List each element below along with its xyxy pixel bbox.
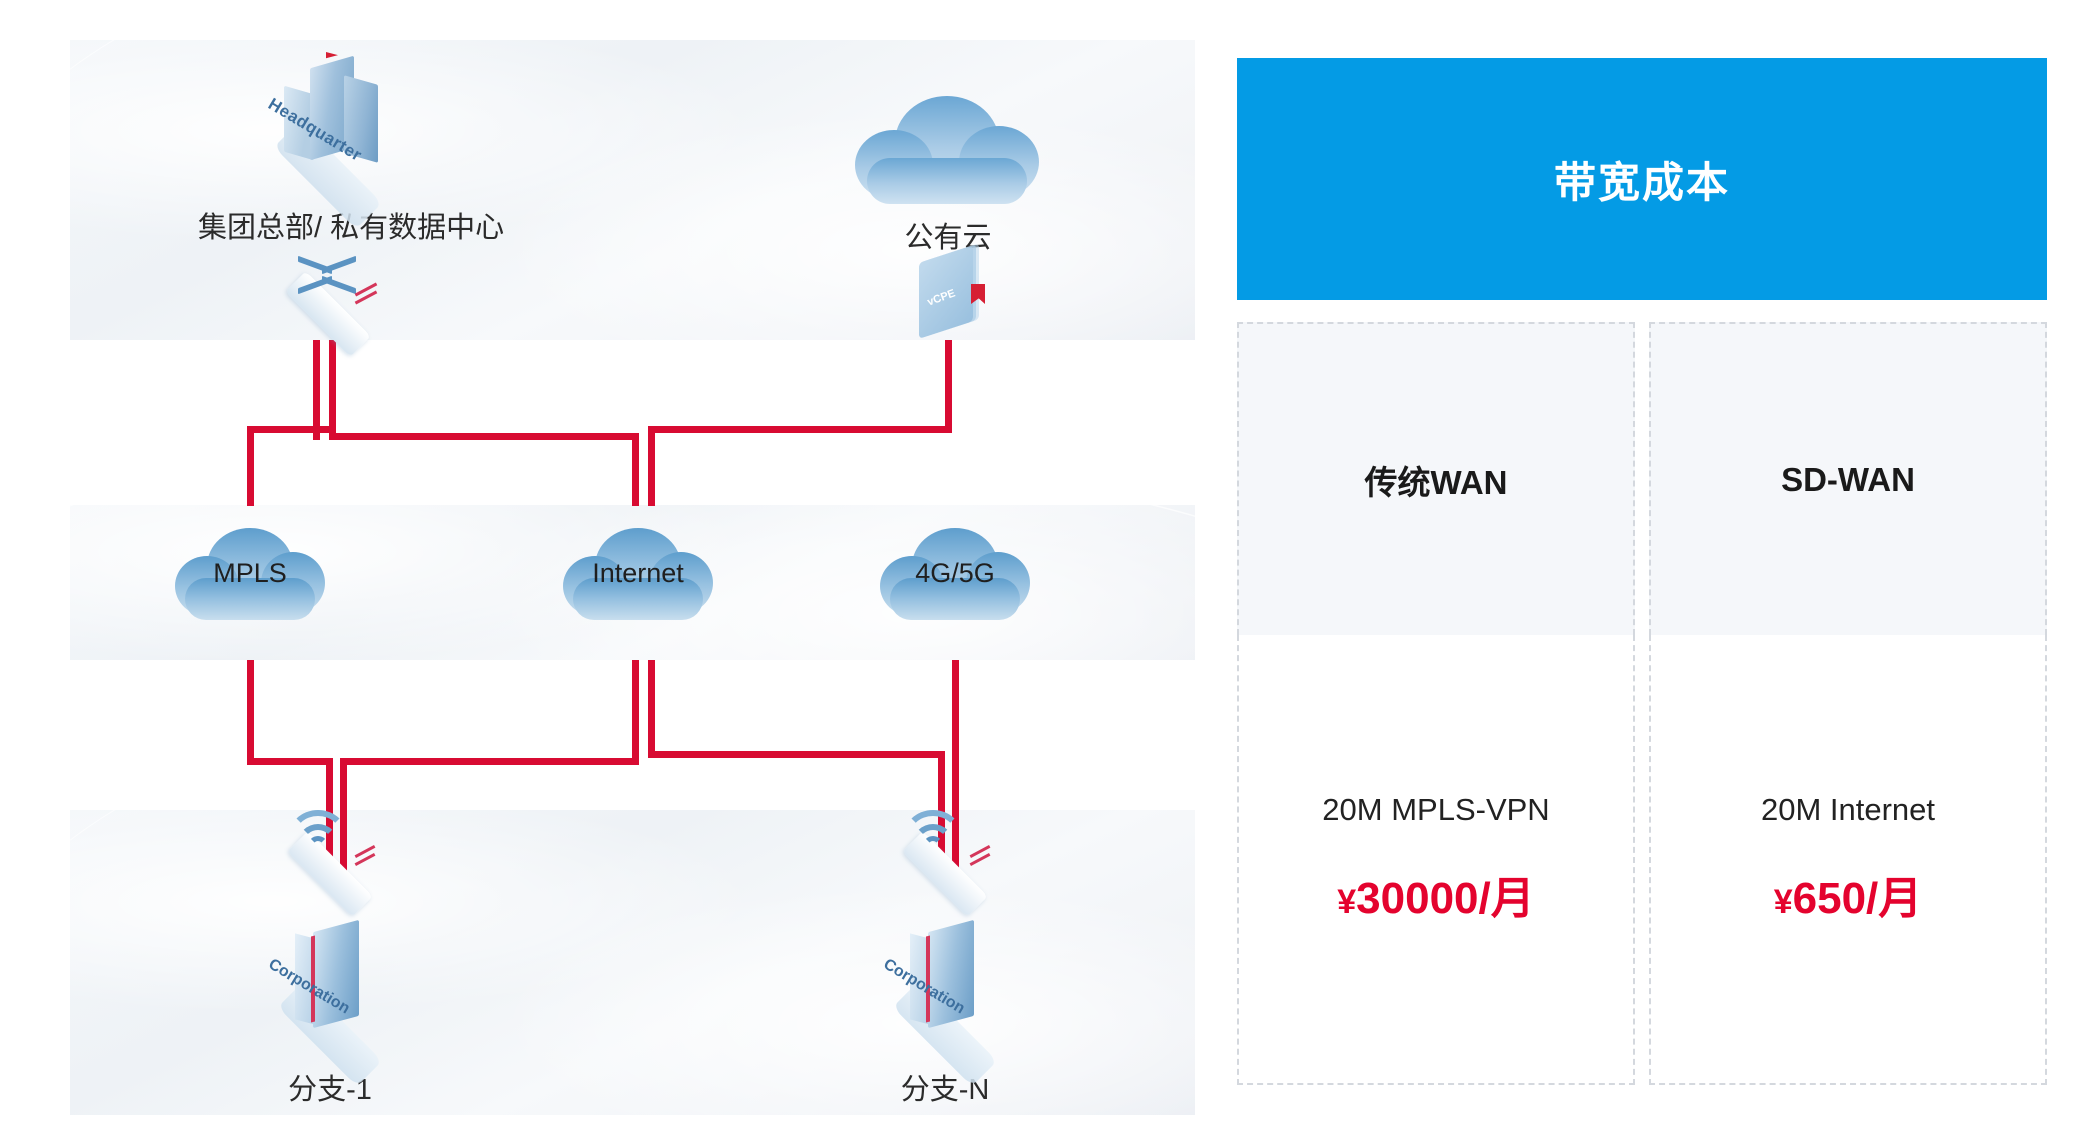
node-label-mpls: MPLS [213,558,287,588]
node-public-cloud[interactable]: 公有云 [855,96,1041,256]
link-hq-left-vertical [313,340,320,440]
cloud-vcpe-device[interactable]: vCPE [893,240,1003,350]
node-branch-n[interactable]: Corporation 分支-N [825,796,1065,1108]
bandwidth-cost-header: 带宽成本 [1237,58,2047,300]
network-topology-diagram: Headquarter 集团总部/ 私有数据中心 公有云 [0,0,1210,1136]
cost-column-sd-wan: SD-WAN 20M Internet ¥650/月 [1649,322,2047,1085]
corporation-building-icon: Corporation [255,912,405,1087]
price-value: 30000/月 [1356,874,1535,923]
link-mpls-to-branch1 [247,758,333,765]
price-sd-wan: ¥650/月 [1774,862,1923,926]
router-gateway-icon [268,240,388,357]
node-mobile[interactable]: 4G/5G [880,528,1030,628]
node-label-mobile: 4G/5G [915,558,995,588]
link-internet-down-left [632,660,639,764]
link-internet-drop-b [648,426,655,506]
node-label-public-cloud: 公有云 [904,222,992,254]
link-hq-to-internet-horizontal [329,433,639,440]
link-internet-to-branch1-horizontal [340,758,639,765]
network-cloud-icon: Internet [563,528,713,628]
link-hq-right-vertical [329,340,336,426]
network-cloud-icon: 4G/5G [880,528,1030,628]
link-internet-to-branchn-horizontal [648,751,945,758]
link-internet-drop-a [632,433,639,506]
headquarter-building-icon: Headquarter [248,46,408,230]
column-header-sd-wan: SD-WAN [1649,322,2047,635]
cost-column-traditional-wan: 传统WAN 20M MPLS-VPN ¥30000/月 [1237,322,1635,1085]
plan-label-traditional-wan: 20M MPLS-VPN [1322,792,1550,827]
column-body-traditional-wan: 20M MPLS-VPN ¥30000/月 [1237,635,1635,1085]
cpe-wifi-device-icon [270,796,390,917]
node-label-branch-n: 分支-N [900,1074,990,1106]
node-label-branch-1: 分支-1 [288,1074,372,1106]
corporation-building-icon: Corporation [870,912,1020,1087]
column-header-label: SD-WAN [1781,460,1915,498]
node-mpls[interactable]: MPLS [175,528,325,628]
node-headquarters[interactable]: Headquarter 集团总部/ 私有数据中心 [198,46,504,246]
link-branchn-riser-b [952,751,959,876]
bandwidth-cost-card: 带宽成本 传统WAN 20M MPLS-VPN ¥30000/月 SD-WAN [1237,58,2047,1085]
column-header-traditional-wan: 传统WAN [1237,322,1635,635]
link-cloud-vertical [945,340,952,433]
tier-band-bottom [70,810,1195,1115]
price-traditional-wan: ¥30000/月 [1337,862,1535,926]
column-body-sd-wan: 20M Internet ¥650/月 [1649,635,2047,1085]
link-cloud-to-internet-horizontal [648,426,952,433]
cloud-icon [855,96,1041,208]
node-label-internet: Internet [592,558,684,588]
currency-symbol: ¥ [1773,883,1793,921]
column-header-label: 传统WAN [1364,463,1508,501]
plan-label-sd-wan: 20M Internet [1760,792,1936,827]
bandwidth-cost-title: 带宽成本 [1553,158,1730,206]
cost-comparison-columns: 传统WAN 20M MPLS-VPN ¥30000/月 SD-WAN 20M I… [1237,322,2047,1085]
link-mpls-drop [247,426,254,506]
vcpe-device-icon: vCPE [893,240,1003,350]
node-branch-1[interactable]: Corporation 分支-1 [210,796,450,1108]
cpe-wifi-device-icon [885,796,1005,917]
currency-symbol: ¥ [1337,883,1357,921]
link-mobile-down [952,660,959,758]
link-branch1-riser-b [340,758,347,876]
link-internet-down-right [648,660,655,758]
hq-gateway-device[interactable] [265,240,391,357]
node-internet[interactable]: Internet [563,528,713,628]
network-cloud-icon: MPLS [175,528,325,628]
link-hq-to-mpls-horizontal [247,426,336,433]
link-mpls-down [247,660,254,764]
price-value: 650/月 [1792,874,1923,923]
